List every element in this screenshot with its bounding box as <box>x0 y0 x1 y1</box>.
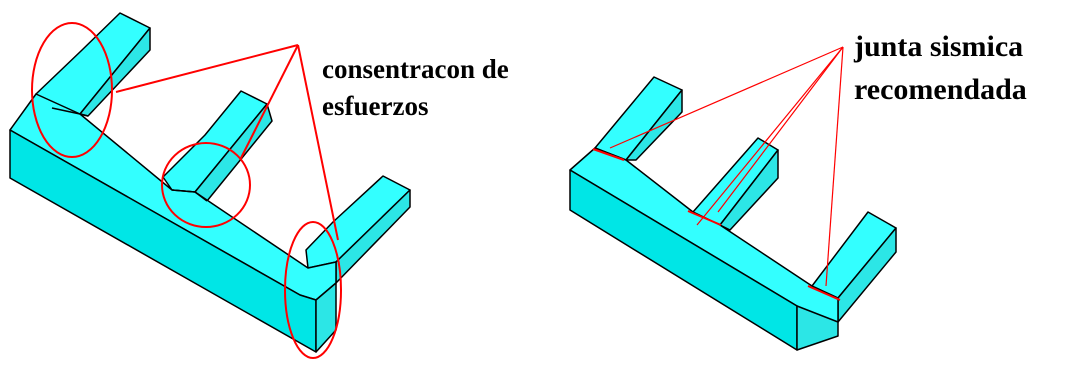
left-middle-leg <box>162 90 273 202</box>
left-bar-front <box>9 129 317 353</box>
pointer-line-6 <box>825 46 844 287</box>
pointer-line-4 <box>609 46 844 149</box>
left-annotations <box>31 22 342 359</box>
stress-circle-3 <box>284 221 342 359</box>
right-label-line2: recomendada <box>854 73 1027 106</box>
right-back-leg <box>594 76 683 161</box>
right-back-leg-side <box>625 89 683 161</box>
joint-line-3 <box>807 285 841 301</box>
joint-line-2 <box>687 210 722 226</box>
right-diagram <box>569 76 897 351</box>
left-diagram <box>9 12 411 353</box>
pointer-line-3 <box>297 44 339 241</box>
left-inner-edge-1 <box>51 107 89 117</box>
right-bar-end <box>796 305 839 351</box>
right-middle-leg-side <box>719 149 779 231</box>
left-label-line2: esfuerzos <box>322 91 428 121</box>
pointer-line-2 <box>239 44 299 161</box>
left-label-line1: consentracon de <box>322 54 509 84</box>
left-right-leg <box>305 175 411 284</box>
right-middle-leg <box>692 137 779 231</box>
pointer-line-1 <box>115 44 299 93</box>
left-inner-edge-2 <box>171 189 208 202</box>
right-annotations <box>592 46 844 301</box>
right-label-line1: junta sismica <box>853 30 1023 63</box>
pointer-line-7 <box>696 46 844 226</box>
pointer-line-5 <box>717 46 844 213</box>
joint-line-1 <box>592 148 625 161</box>
stress-circle-2 <box>161 142 251 228</box>
stress-circle-1 <box>31 22 113 158</box>
left-back-leg <box>35 12 151 117</box>
right-right-leg <box>811 211 897 323</box>
